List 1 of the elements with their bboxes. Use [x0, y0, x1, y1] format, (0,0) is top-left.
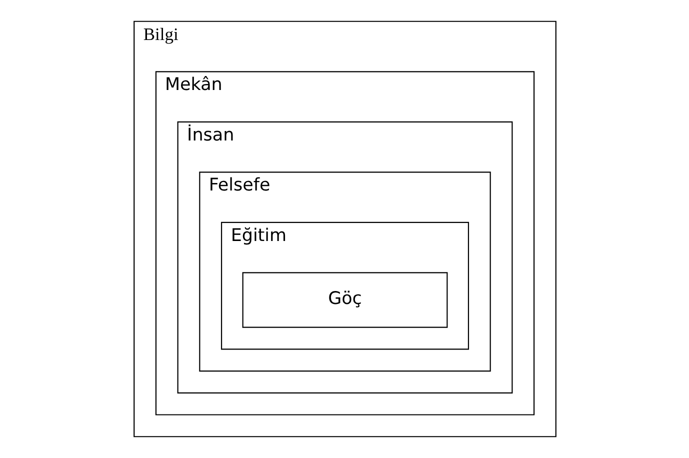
node-box: Göç — [242, 272, 448, 328]
